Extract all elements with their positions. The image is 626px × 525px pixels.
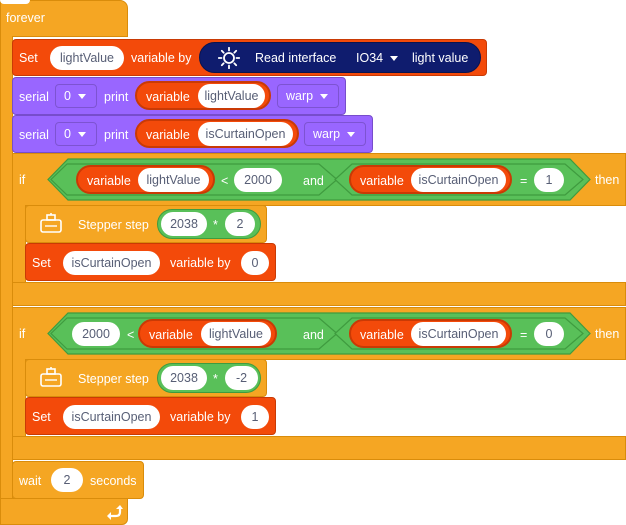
read-interface-label: Read interface bbox=[255, 51, 337, 65]
number-input[interactable]: 1 bbox=[241, 405, 269, 429]
stepper-step-label: Stepper step bbox=[78, 218, 149, 232]
serial-label: serial bbox=[19, 128, 49, 142]
light-sensor-icon bbox=[218, 47, 240, 69]
variable-by-label: variable by bbox=[170, 410, 231, 424]
number-input[interactable]: 1 bbox=[534, 168, 564, 192]
pin-dropdown[interactable]: IO34 bbox=[348, 46, 404, 70]
variable-by-label: variable by bbox=[131, 51, 192, 65]
variable-name-field[interactable]: lightValue bbox=[201, 322, 271, 346]
variable-name-field[interactable]: isCurtainOpen bbox=[63, 405, 160, 429]
set-label: Set bbox=[19, 51, 38, 65]
set-label: Set bbox=[32, 256, 51, 270]
serial-port-dropdown[interactable]: 0 bbox=[55, 122, 97, 146]
less-than-operator: < bbox=[221, 174, 229, 188]
print-label: print bbox=[104, 128, 129, 142]
serial-port-dropdown[interactable]: 0 bbox=[55, 84, 97, 108]
port-value: 0 bbox=[64, 127, 71, 141]
variable-label: variable bbox=[146, 128, 190, 142]
variable-name-field[interactable]: lightValue bbox=[138, 168, 209, 192]
seconds-label: seconds bbox=[90, 474, 137, 488]
variable-label: variable bbox=[149, 328, 193, 342]
variable-name-field[interactable]: isCurtainOpen bbox=[198, 122, 293, 146]
number-input[interactable]: -2 bbox=[225, 366, 258, 390]
equals-operator: = bbox=[520, 328, 528, 342]
stepper-motor-icon bbox=[40, 367, 62, 387]
port-value: 0 bbox=[64, 89, 71, 103]
then-label: then bbox=[595, 173, 620, 187]
and-label: and bbox=[303, 328, 324, 342]
loop-arrow-icon bbox=[107, 505, 123, 520]
number-input[interactable]: 2038 bbox=[161, 212, 207, 236]
wait-seconds-input[interactable]: 2 bbox=[51, 468, 83, 492]
if-block-1-arm bbox=[12, 205, 26, 283]
chevron-down-icon bbox=[77, 93, 86, 99]
if-block-2-arm bbox=[12, 359, 26, 437]
mode-value: warp bbox=[286, 89, 314, 103]
number-input[interactable]: 2000 bbox=[72, 322, 120, 346]
set-label: Set bbox=[32, 410, 51, 424]
serial-label: serial bbox=[19, 90, 49, 104]
variable-name-field[interactable]: lightValue bbox=[198, 84, 265, 108]
forever-label: forever bbox=[6, 11, 45, 25]
mode-value: warp bbox=[313, 127, 341, 141]
chevron-down-icon bbox=[390, 55, 399, 61]
number-input[interactable]: 2 bbox=[225, 212, 255, 236]
mode-dropdown[interactable]: warp bbox=[277, 84, 339, 108]
variable-by-label: variable by bbox=[170, 256, 231, 270]
wait-label: wait bbox=[19, 474, 42, 488]
multiply-symbol: * bbox=[213, 218, 218, 232]
stepper-motor-icon bbox=[40, 213, 62, 233]
chevron-down-icon bbox=[320, 93, 329, 99]
chevron-down-icon bbox=[77, 131, 86, 137]
variable-name-field[interactable]: isCurtainOpen bbox=[63, 251, 160, 275]
and-label: and bbox=[303, 174, 324, 188]
variable-label: variable bbox=[360, 174, 404, 188]
mode-dropdown[interactable]: warp bbox=[304, 122, 366, 146]
if-label: if bbox=[19, 173, 26, 187]
if-label: if bbox=[19, 327, 26, 341]
multiply-symbol: * bbox=[213, 372, 218, 386]
number-input[interactable]: 0 bbox=[534, 322, 564, 346]
variable-label: variable bbox=[360, 328, 404, 342]
number-input[interactable]: 2000 bbox=[234, 168, 282, 192]
print-label: print bbox=[104, 90, 129, 104]
chevron-down-icon bbox=[347, 131, 356, 137]
then-label: then bbox=[595, 327, 620, 341]
number-input[interactable]: 0 bbox=[241, 251, 269, 275]
variable-name-field[interactable]: isCurtainOpen bbox=[411, 322, 506, 346]
light-value-label: light value bbox=[412, 51, 469, 65]
variable-name-field[interactable]: isCurtainOpen bbox=[411, 168, 506, 192]
variable-label: variable bbox=[146, 90, 190, 104]
if-block-2-footer bbox=[12, 436, 626, 460]
read-interface-block[interactable] bbox=[199, 42, 481, 73]
forever-block[interactable] bbox=[0, 0, 128, 37]
pin-value: IO34 bbox=[356, 51, 384, 65]
less-than-operator: < bbox=[127, 328, 135, 342]
equals-operator: = bbox=[520, 174, 528, 188]
stepper-step-label: Stepper step bbox=[78, 372, 149, 386]
variable-label: variable bbox=[87, 174, 131, 188]
if-block-1-footer bbox=[12, 282, 626, 306]
variable-name-field[interactable]: lightValue bbox=[50, 46, 124, 70]
number-input[interactable]: 2038 bbox=[161, 366, 207, 390]
top-notch bbox=[0, 0, 30, 4]
